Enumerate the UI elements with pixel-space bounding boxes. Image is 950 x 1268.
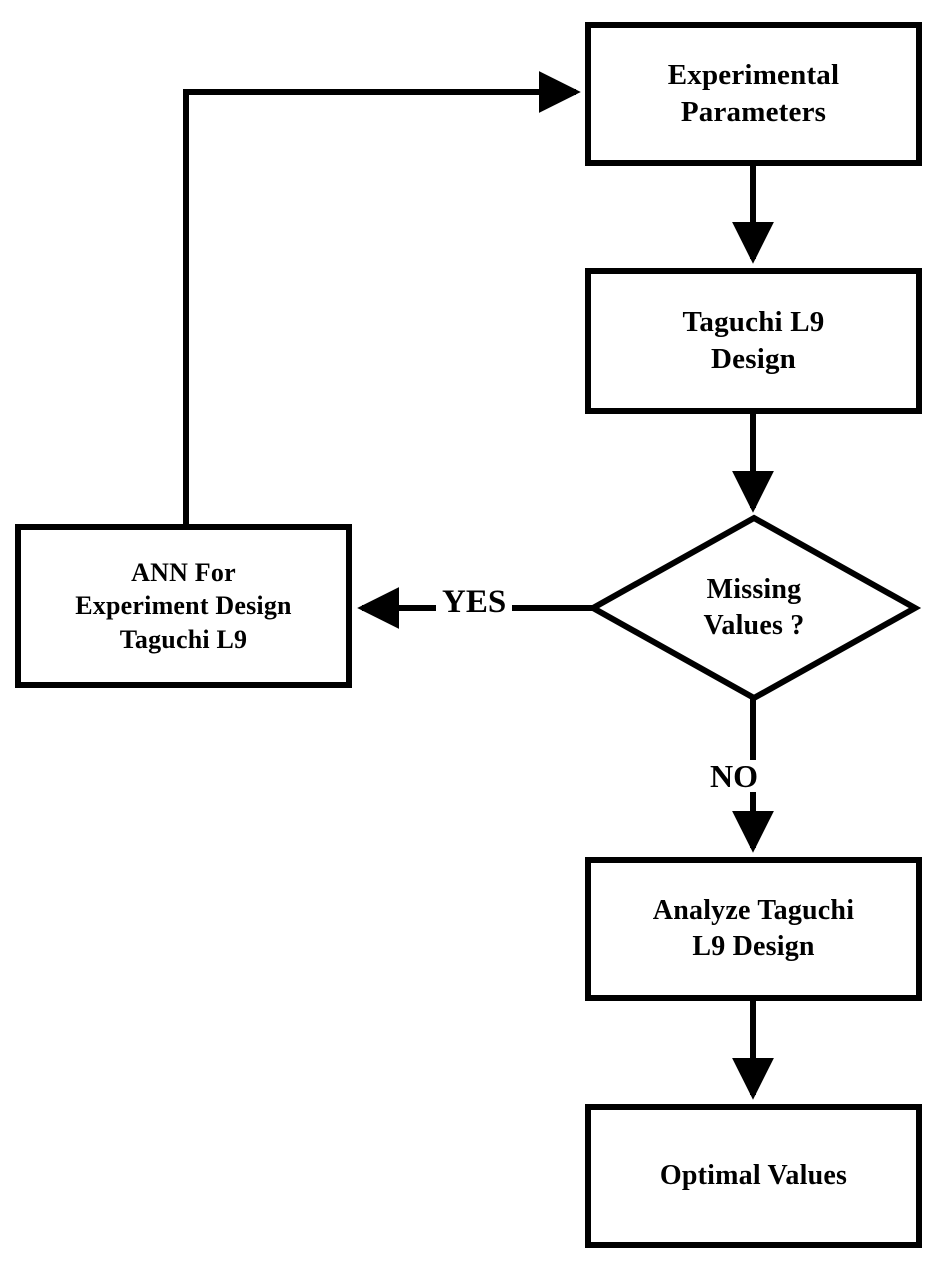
node-ann-experiment-design[interactable]: ANN For Experiment Design Taguchi L9 [15,524,352,688]
node-ann-experiment-design-label: ANN For Experiment Design Taguchi L9 [75,558,292,654]
edge-label-yes: YES [436,586,513,619]
node-optimal-values-label: Optimal Values [659,1160,848,1192]
node-analyze-taguchi-label: Analyze Taguchi L9 Design [652,895,855,962]
node-missing-values-label: Missing Values ? [703,574,805,641]
node-optimal-values[interactable]: Optimal Values [585,1104,922,1248]
node-taguchi-design-label: Taguchi L9 Design [682,305,825,375]
connector-ann-to-params-feedback [183,71,581,524]
node-taguchi-design[interactable]: Taguchi L9 Design [585,268,922,414]
node-experimental-parameters-label: Experimental Parameters [667,58,840,128]
edge-label-no: NO [704,760,764,792]
node-analyze-taguchi[interactable]: Analyze Taguchi L9 Design [585,857,922,1001]
node-missing-values-decision[interactable]: Missing Values ? [590,515,918,701]
node-experimental-parameters[interactable]: Experimental Parameters [585,22,922,166]
